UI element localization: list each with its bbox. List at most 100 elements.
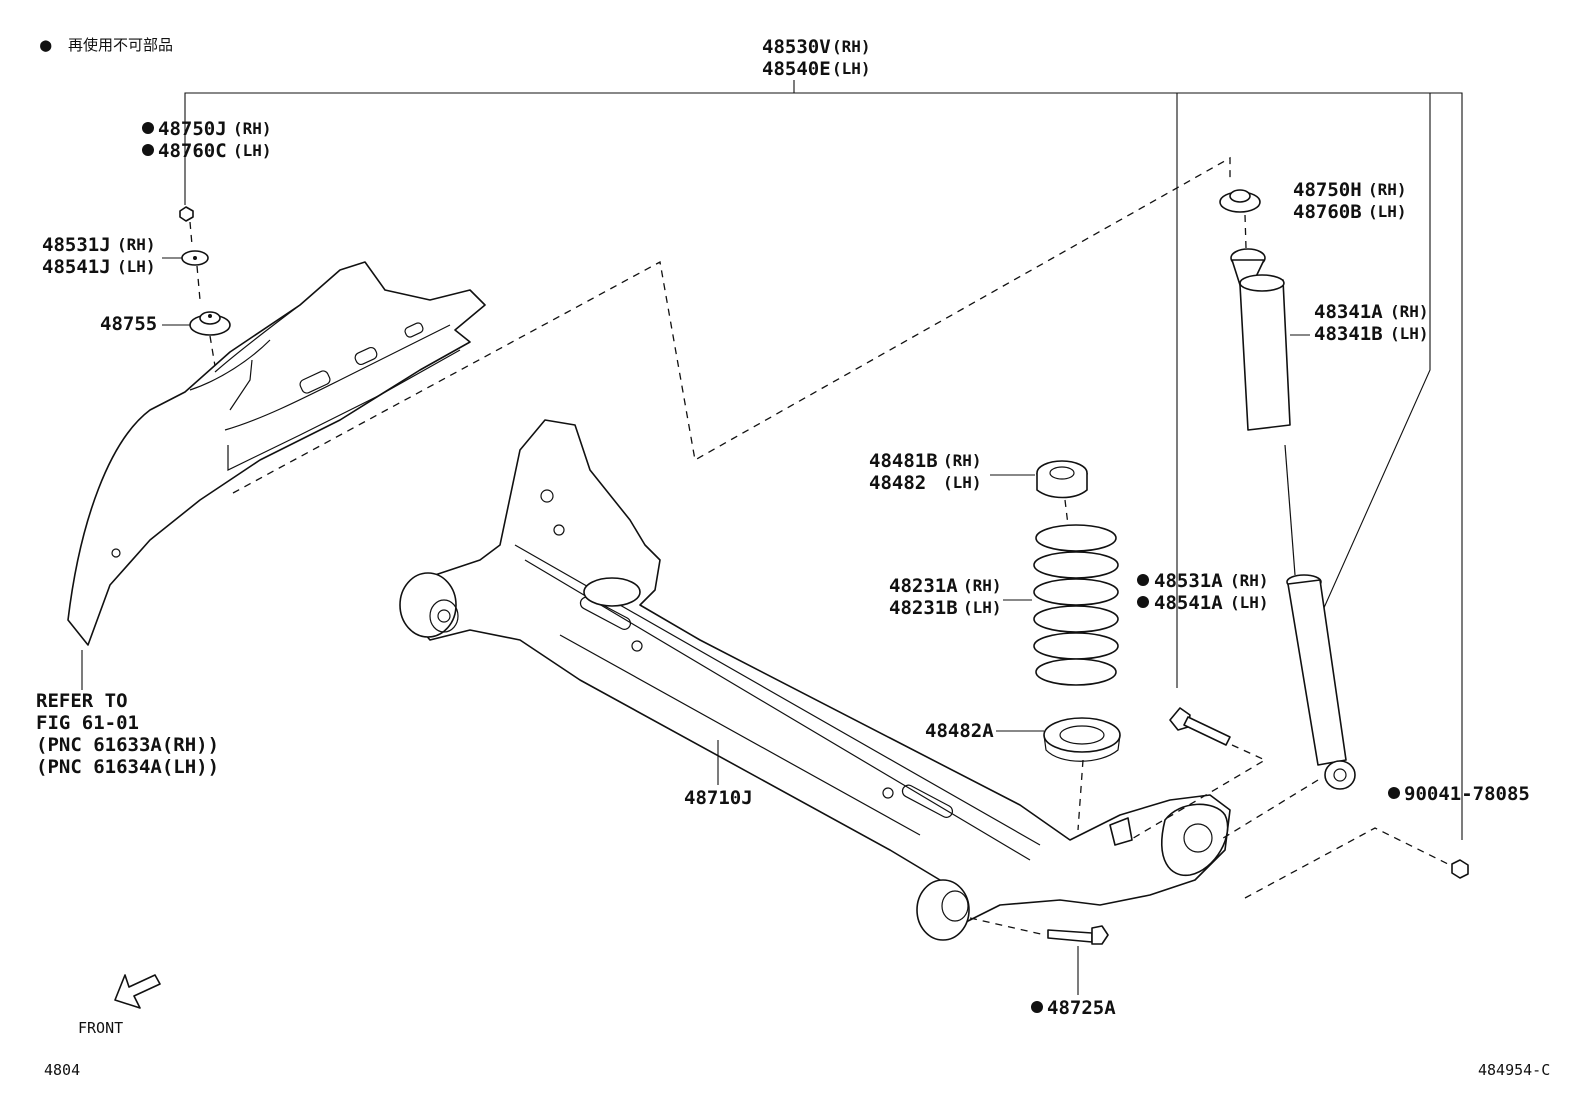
page-code: 4804 <box>44 1061 80 1079</box>
shock-mount-plate <box>1161 803 1229 877</box>
bolt-48531a-pn-rh[interactable]: 48531A <box>1154 570 1223 592</box>
legend-symbol: ● <box>40 34 52 56</box>
shock-absorber-drawing <box>1284 444 1356 790</box>
refer-line-3[interactable]: (PNC 61633A(RH)) <box>36 734 219 756</box>
bracket-slot <box>299 370 331 394</box>
bolt-48531a-callout: 48531A (RH) 48541A (LH) <box>1137 570 1269 614</box>
cushion-48755-pn[interactable]: 48755 <box>100 313 157 335</box>
washer-48531j-pn-rh[interactable]: 48531J <box>42 234 111 256</box>
beam-48710j-pn[interactable]: 48710J <box>684 787 753 809</box>
guide-line <box>1077 759 1084 831</box>
bracket-flange <box>227 349 461 471</box>
lower-insulator-inner <box>1059 725 1105 745</box>
bracket-slot <box>354 346 378 366</box>
axle-beam-drawing <box>399 419 1231 941</box>
front-label: FRONT <box>78 1019 123 1037</box>
spring-pn-rh[interactable]: 48231A <box>889 575 958 597</box>
upper-support-lh-tag: (LH) <box>1368 202 1407 221</box>
lower-insulator-pn[interactable]: 48482A <box>925 720 994 742</box>
lower-insulator-outer <box>1043 717 1121 753</box>
bracket-hole <box>553 524 565 536</box>
refer-line-2[interactable]: FIG 61-01 <box>36 712 139 734</box>
upper-support-pn-lh[interactable]: 48760B <box>1293 201 1362 223</box>
spring-pn-lh[interactable]: 48231B <box>889 597 958 619</box>
guide-line <box>1064 499 1069 526</box>
nut-48750j-callout: 48750J (RH) 48760C (LH) <box>142 118 272 162</box>
bracket-slot <box>404 322 424 338</box>
nut-90041-pn[interactable]: 90041-78085 <box>1404 783 1530 805</box>
bracket-body <box>67 261 486 646</box>
non-reusable-dot <box>1388 787 1400 799</box>
bumper-boot-top <box>1239 274 1285 292</box>
nut-48750j-pn-lh[interactable]: 48760C <box>158 140 227 162</box>
guide-line <box>969 917 1046 936</box>
assembly-callout: 48530V (RH) 48540E (LH) <box>184 36 1463 840</box>
insulator-inner <box>1049 466 1075 480</box>
spring-coil <box>1033 605 1119 633</box>
guide-line <box>189 221 193 246</box>
upper-support-top <box>1229 189 1251 203</box>
insulator-48481b-drawing <box>1036 460 1088 499</box>
refer-line-4[interactable]: (PNC 61634A(LH)) <box>36 756 219 778</box>
non-reusable-dot <box>1137 596 1149 608</box>
washer-48531j-pn-lh[interactable]: 48541J <box>42 256 111 278</box>
front-arrow-icon <box>114 974 161 1009</box>
shock-rod <box>1284 444 1296 576</box>
upper-support-48750h-drawing <box>1219 189 1261 213</box>
bumper-boot <box>1239 279 1291 431</box>
guide-line <box>1244 214 1247 249</box>
assembly-pn-lh[interactable]: 48540E <box>762 58 831 80</box>
upper-support-pn-rh[interactable]: 48750H <box>1293 179 1362 201</box>
bumper-48341-drawing <box>1230 248 1291 431</box>
insulator-side <box>1036 473 1088 499</box>
spring-coil <box>1035 658 1117 686</box>
non-reusable-dot <box>1031 1001 1043 1013</box>
nut-icon <box>179 206 194 222</box>
bushing-left-inner <box>429 599 459 633</box>
spring-seat-left <box>583 577 641 607</box>
beam-hole <box>882 787 894 799</box>
nut-90041-icon <box>1451 859 1469 879</box>
bumper-pn-lh[interactable]: 48341B <box>1314 323 1383 345</box>
bumper-rh-tag: (RH) <box>1390 302 1429 321</box>
beam-slot <box>901 784 954 818</box>
non-reusable-dot <box>1137 574 1149 586</box>
guide-line <box>196 265 201 301</box>
assembly-bracket <box>184 92 1463 840</box>
refer-note: REFER TO FIG 61-01 (PNC 61633A(RH)) (PNC… <box>36 690 219 778</box>
insulator-pn-lh[interactable]: 48482 <box>869 472 926 494</box>
bracket-hole <box>111 548 121 558</box>
cushion-48755-callout: 48755 <box>100 311 231 336</box>
bushing-left-core <box>437 609 451 623</box>
nut-90041-callout: 90041-78085 <box>1388 783 1530 805</box>
shock-eye <box>1324 760 1356 790</box>
bolt-48725a-drawing <box>1047 925 1109 945</box>
spring-coil <box>1033 551 1119 579</box>
shock-body <box>1287 579 1347 766</box>
beam-tab <box>1109 817 1133 846</box>
upper-support-rh-tag: (RH) <box>1368 180 1407 199</box>
non-reusable-dot <box>142 144 154 156</box>
bolt-shank <box>1183 716 1231 746</box>
bolt-48531a-pn-lh[interactable]: 48541A <box>1154 592 1223 614</box>
bracket-ribs <box>189 304 451 431</box>
non-reusable-dot <box>142 122 154 134</box>
figure-code: 484954-C <box>1478 1061 1550 1079</box>
bolt-48725a-pn[interactable]: 48725A <box>1047 997 1116 1019</box>
legend: ● 再使用不可部品 <box>40 34 173 56</box>
bolt-48531a-lh-tag: (LH) <box>1230 593 1269 612</box>
bushing-right-inner <box>941 890 969 922</box>
cushion-hole <box>208 314 212 318</box>
insulator-pn-rh[interactable]: 48481B <box>869 450 938 472</box>
beam-outline <box>404 419 1231 931</box>
bumper-lh-tag: (LH) <box>1390 324 1429 343</box>
bumper-pn-rh[interactable]: 48341A <box>1314 301 1383 323</box>
spring-rh-tag: (RH) <box>963 576 1002 595</box>
assembly-drop-shock <box>1322 93 1431 611</box>
assembly-lh-tag: (LH) <box>832 59 871 78</box>
bushing-left <box>399 572 457 638</box>
legend-text: 再使用不可部品 <box>68 36 173 54</box>
nut-48750j-pn-rh[interactable]: 48750J <box>158 118 227 140</box>
assembly-pn-rh[interactable]: 48530V <box>762 36 831 58</box>
